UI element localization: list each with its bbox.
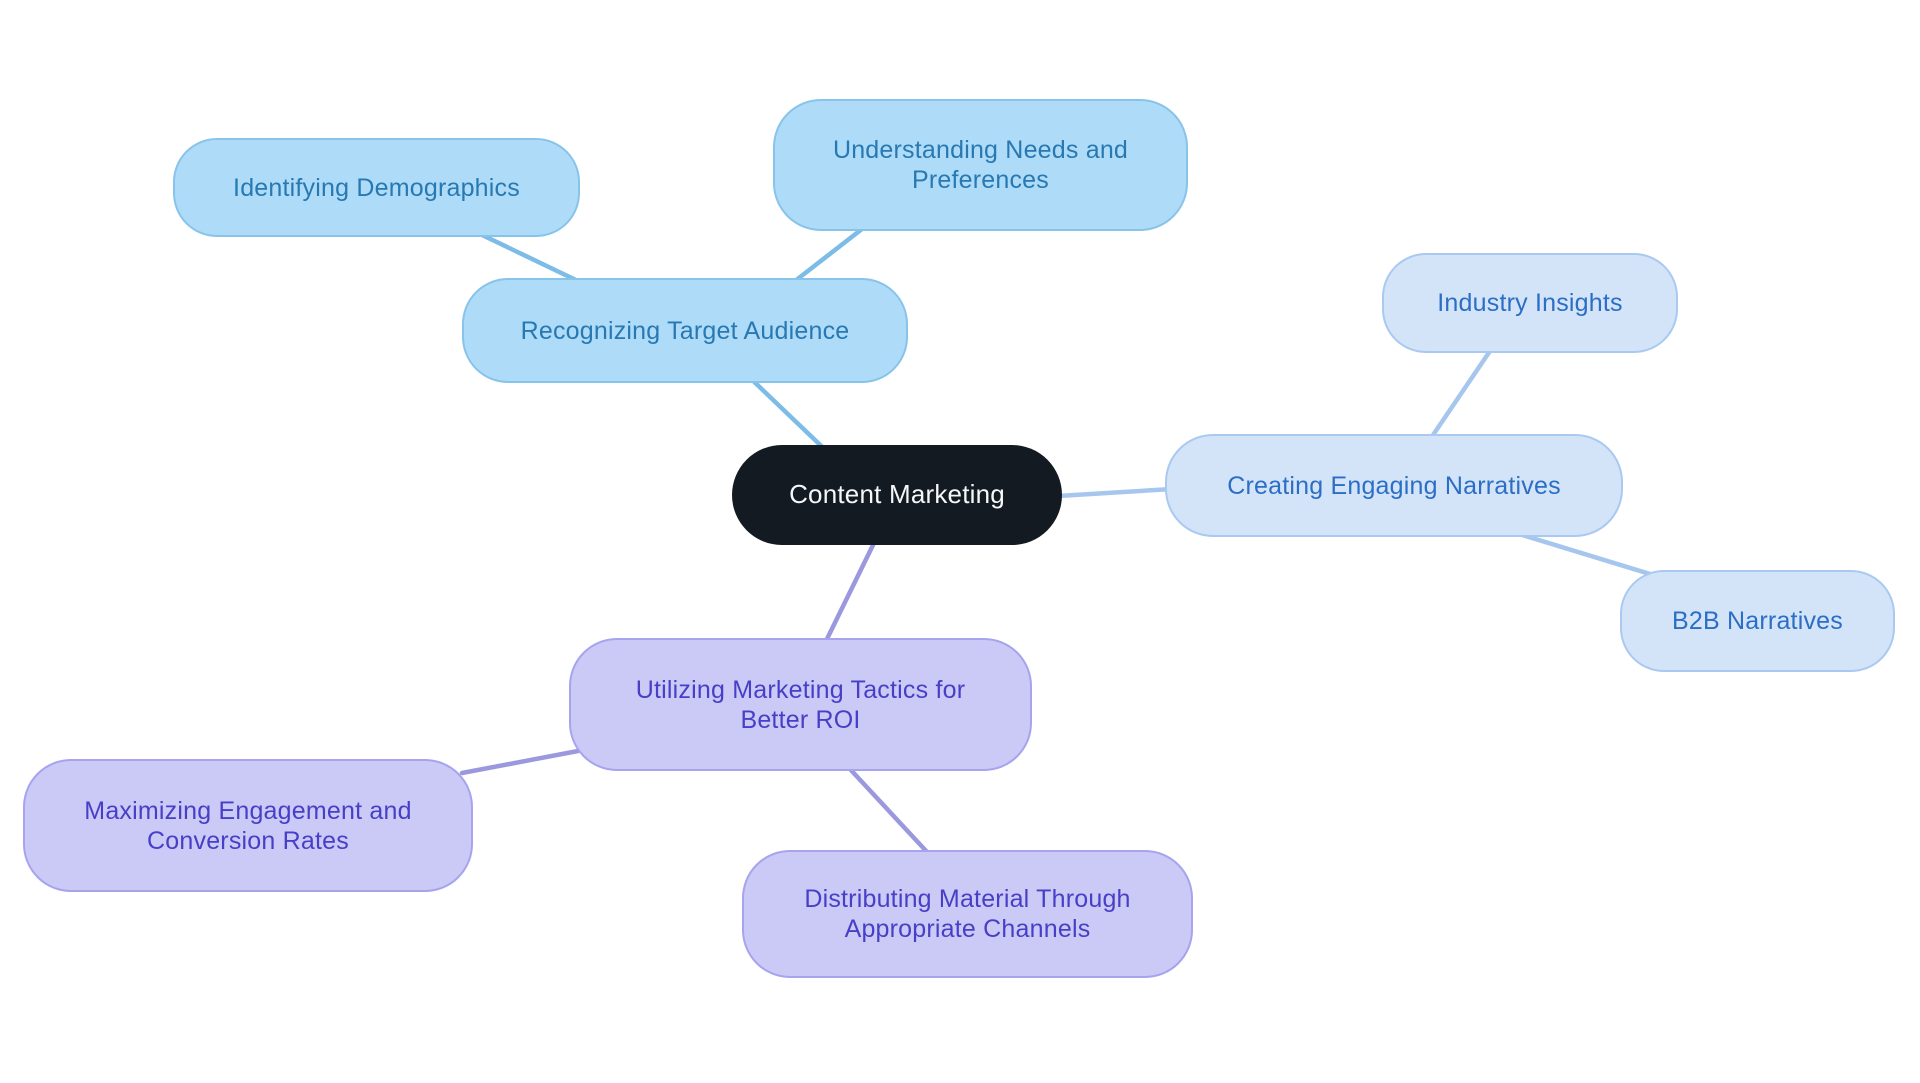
- node-label: Maximizing Engagement and Conversion Rat…: [84, 796, 412, 855]
- node-label: Distributing Material Through Appropriat…: [804, 885, 1131, 943]
- node-maximizing-engagement-and-conversion[interactable]: Maximizing Engagement and Conversion Rat…: [23, 759, 473, 892]
- node-identifying-demographics[interactable]: Identifying Demographics: [173, 138, 580, 237]
- node-distributing-material-channels[interactable]: Distributing Material Through Appropriat…: [742, 850, 1193, 978]
- node-b2b-narratives[interactable]: B2B Narratives: [1620, 570, 1895, 672]
- edge-utilizing-to-maximizing: [459, 748, 581, 776]
- node-recognizing-target-audience[interactable]: Recognizing Target Audience: [462, 278, 908, 383]
- edge-root-to-creating: [1055, 486, 1175, 499]
- node-label: Content Marketing: [789, 479, 1005, 510]
- node-label: Understanding Needs and Preferences: [832, 136, 1129, 194]
- node-label: Creating Engaging Narratives: [1227, 471, 1561, 500]
- edge-creating-to-b2b: [1516, 531, 1666, 581]
- edge-identifying-to-recognizing: [477, 231, 583, 285]
- node-label: B2B Narratives: [1672, 607, 1843, 635]
- node-label: Recognizing Target Audience: [520, 316, 850, 345]
- edge-understanding-to-recognizing: [792, 226, 865, 284]
- edge-industry-to-creating: [1428, 348, 1493, 441]
- edge-root-to-utilizing: [823, 540, 877, 644]
- node-content-marketing[interactable]: Content Marketing: [732, 445, 1062, 545]
- node-industry-insights[interactable]: Industry Insights: [1382, 253, 1678, 353]
- node-understanding-needs-and-preferences[interactable]: Understanding Needs and Preferences: [773, 99, 1188, 231]
- node-label: Utilizing Marketing Tactics for Better R…: [635, 675, 966, 734]
- edge-utilizing-to-distributing: [846, 765, 931, 856]
- node-creating-engaging-narratives[interactable]: Creating Engaging Narratives: [1165, 434, 1623, 537]
- node-label: Industry Insights: [1437, 289, 1623, 317]
- node-label: Identifying Demographics: [233, 173, 520, 202]
- node-utilizing-marketing-tactics[interactable]: Utilizing Marketing Tactics for Better R…: [569, 638, 1032, 771]
